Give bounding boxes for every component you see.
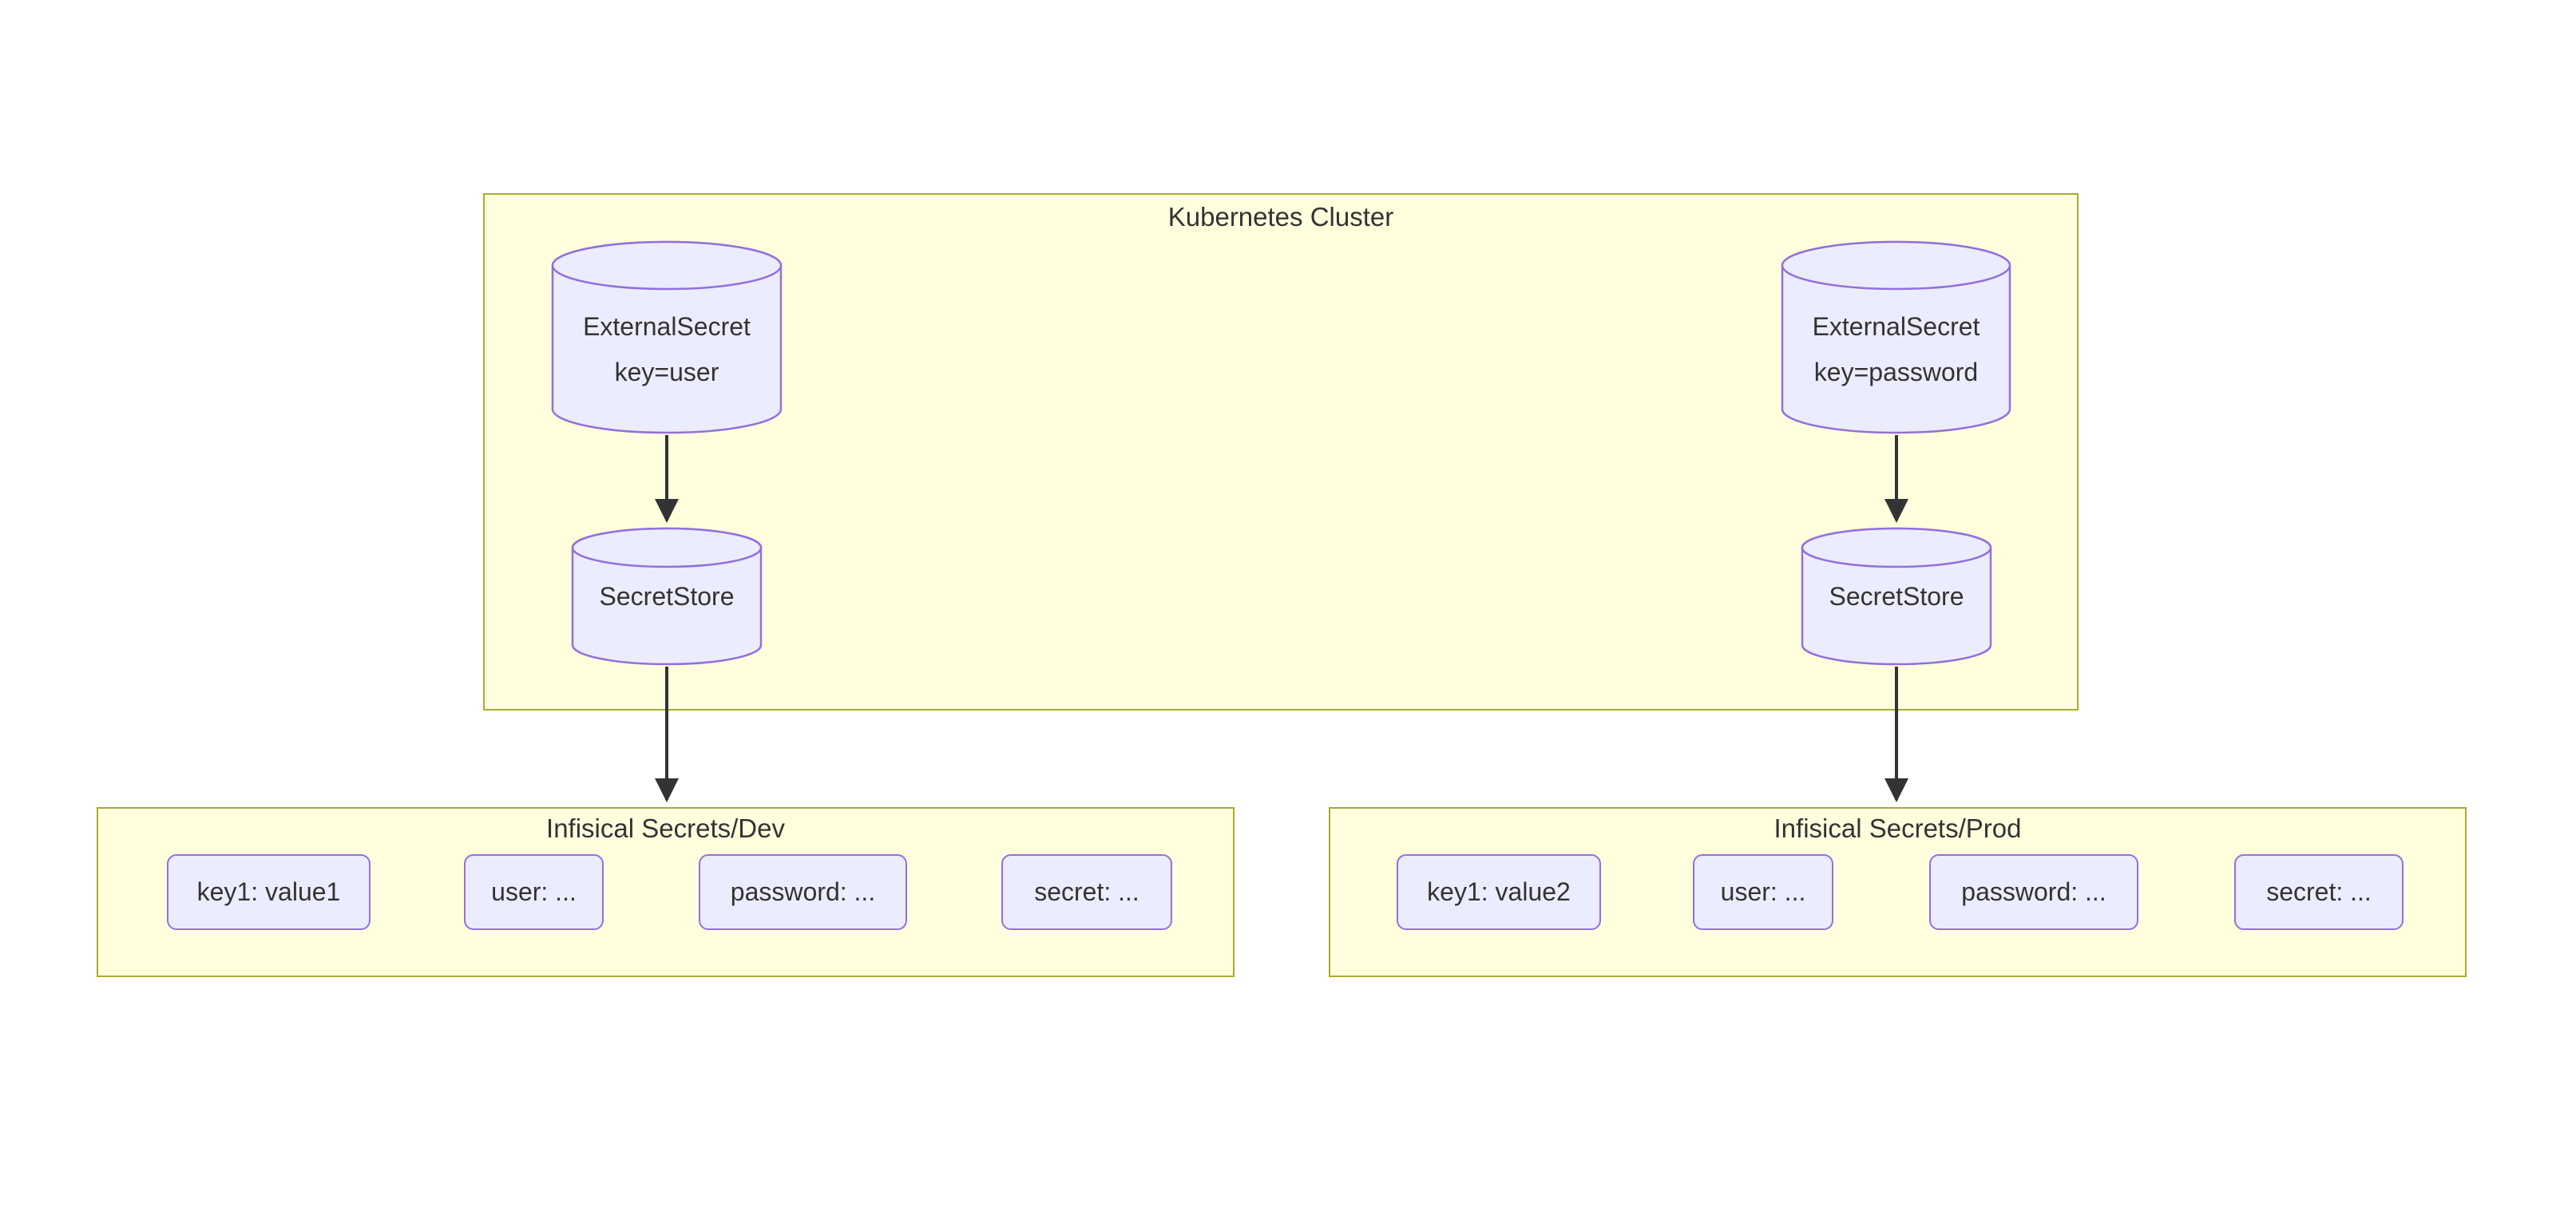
dev-secret-key1: key1: value1	[167, 854, 371, 930]
secret-store-right-label: SecretStore	[1829, 581, 1964, 611]
secret-store-left-label: SecretStore	[599, 581, 735, 611]
external-secret-user-line1: ExternalSecret	[583, 311, 751, 341]
kubernetes-cluster-title: Kubernetes Cluster	[1167, 202, 1394, 232]
external-secret-password-line2: key=password	[1813, 357, 1979, 386]
dev-secret-password: password: ...	[699, 854, 907, 930]
external-secret-user-line2: key=user	[614, 357, 719, 386]
external-secret-password-line1: ExternalSecret	[1812, 311, 1980, 341]
prod-secret-key1: key1: value2	[1397, 854, 1601, 930]
prod-secret-password: password: ...	[1929, 854, 2138, 930]
external-secret-user-label: ExternalSecret key=user	[553, 291, 781, 407]
prod-secret-user: user: ...	[1693, 854, 1833, 930]
infisical-prod-title: Infisical Secrets/Prod	[1773, 813, 2022, 843]
dev-secret-user: user: ...	[464, 854, 604, 930]
prod-secret-secret: secret: ...	[2234, 854, 2404, 930]
infisical-dev-title: Infisical Secrets/Dev	[546, 813, 785, 843]
external-secret-password-label: ExternalSecret key=password	[1782, 291, 2010, 407]
dev-secret-secret: secret: ...	[1001, 854, 1172, 930]
